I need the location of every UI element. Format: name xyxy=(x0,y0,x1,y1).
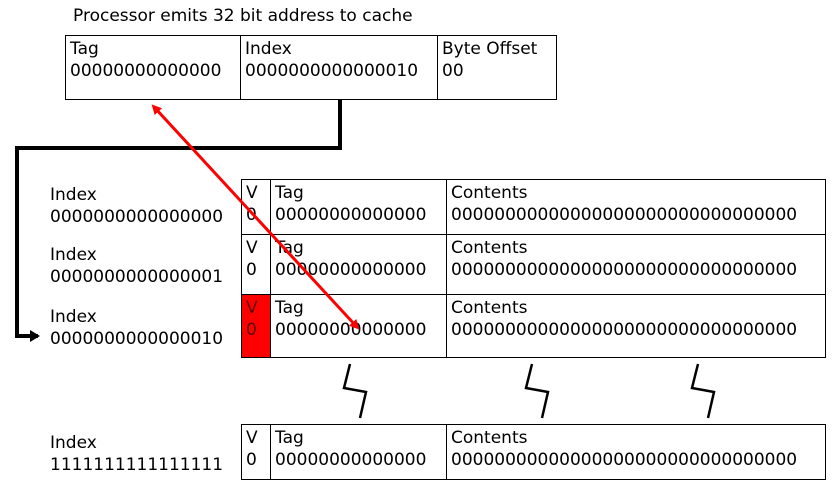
address-tag-field: Tag 00000000000000 xyxy=(65,35,241,100)
row-1-contents-cell: Contents 0000000000000000000000000000000… xyxy=(446,234,826,295)
row-2-contents-label: Contents xyxy=(451,298,528,318)
row-1-valid-value: 0 xyxy=(246,260,257,280)
row-1-tag-cell: Tag 00000000000000 xyxy=(270,234,447,295)
row-last-index-label: Index xyxy=(50,433,97,453)
row-2-tag-value: 00000000000000 xyxy=(275,320,427,340)
address-tag-label: Tag xyxy=(70,39,99,59)
elision-break-contents-1 xyxy=(524,363,550,419)
row-last-contents-cell: Contents 0000000000000000000000000000000… xyxy=(446,424,826,480)
elision-break-contents-2 xyxy=(690,363,716,419)
address-offset-field: Byte Offset 00 xyxy=(437,35,557,100)
row-1-contents-value: 00000000000000000000000000000000 xyxy=(451,260,798,280)
row-last-tag-label: Tag xyxy=(275,428,304,448)
row-1-index-label: Index xyxy=(50,245,97,265)
row-2-valid-cell-highlighted: V 0 xyxy=(241,294,271,358)
row-2-index-label: Index xyxy=(50,307,97,327)
diagram-title: Processor emits 32 bit address to cache xyxy=(73,6,413,26)
row-0-contents-label: Contents xyxy=(451,183,528,203)
row-last-valid-value: 0 xyxy=(246,450,257,470)
row-2-tag-cell: Tag 00000000000000 xyxy=(270,294,447,358)
row-2-valid-label: V xyxy=(246,298,258,318)
row-last-index: Index 1111111111111111 xyxy=(50,432,223,476)
row-0-tag-label: Tag xyxy=(275,183,304,203)
row-2-index: Index 0000000000000010 xyxy=(50,306,223,350)
row-last-valid-label: V xyxy=(246,428,258,448)
row-last-contents-label: Contents xyxy=(451,428,528,448)
row-2-contents-cell: Contents 0000000000000000000000000000000… xyxy=(446,294,826,358)
row-2-contents-value: 00000000000000000000000000000000 xyxy=(451,320,798,340)
row-last-index-value: 1111111111111111 xyxy=(50,455,224,475)
row-0-index-label: Index xyxy=(50,185,97,205)
row-2-valid-value: 0 xyxy=(246,320,257,340)
row-1-tag-value: 00000000000000 xyxy=(275,260,427,280)
address-index-label: Index xyxy=(245,39,292,59)
row-0-contents-cell: Contents 0000000000000000000000000000000… xyxy=(446,179,826,235)
row-0-index-value: 0000000000000000 xyxy=(50,207,224,227)
row-0-contents-value: 00000000000000000000000000000000 xyxy=(451,205,798,225)
elision-break-tag xyxy=(342,363,368,419)
row-1-valid-cell: V 0 xyxy=(241,234,271,295)
row-0-valid-cell: V 0 xyxy=(241,179,271,235)
row-0-index: Index 0000000000000000 xyxy=(50,184,223,228)
address-index-field: Index 0000000000000010 xyxy=(240,35,438,100)
address-offset-value: 00 xyxy=(442,61,464,81)
address-index-value: 0000000000000010 xyxy=(245,61,419,81)
row-0-valid-label: V xyxy=(246,183,258,203)
row-1-index: Index 0000000000000001 xyxy=(50,244,223,288)
address-tag-value: 00000000000000 xyxy=(70,61,222,81)
row-2-index-value: 0000000000000010 xyxy=(50,329,224,349)
row-1-valid-label: V xyxy=(246,238,258,258)
row-last-valid-cell: V 0 xyxy=(241,424,271,480)
row-0-valid-value: 0 xyxy=(246,205,257,225)
row-0-tag-value: 00000000000000 xyxy=(275,205,427,225)
row-1-index-value: 0000000000000001 xyxy=(50,267,224,287)
row-1-contents-label: Contents xyxy=(451,238,528,258)
row-last-tag-cell: Tag 00000000000000 xyxy=(270,424,447,480)
row-2-tag-label: Tag xyxy=(275,298,304,318)
address-offset-label: Byte Offset xyxy=(442,39,538,59)
row-0-tag-cell: Tag 00000000000000 xyxy=(270,179,447,235)
row-last-tag-value: 00000000000000 xyxy=(275,450,427,470)
row-last-contents-value: 00000000000000000000000000000000 xyxy=(451,450,798,470)
row-1-tag-label: Tag xyxy=(275,238,304,258)
